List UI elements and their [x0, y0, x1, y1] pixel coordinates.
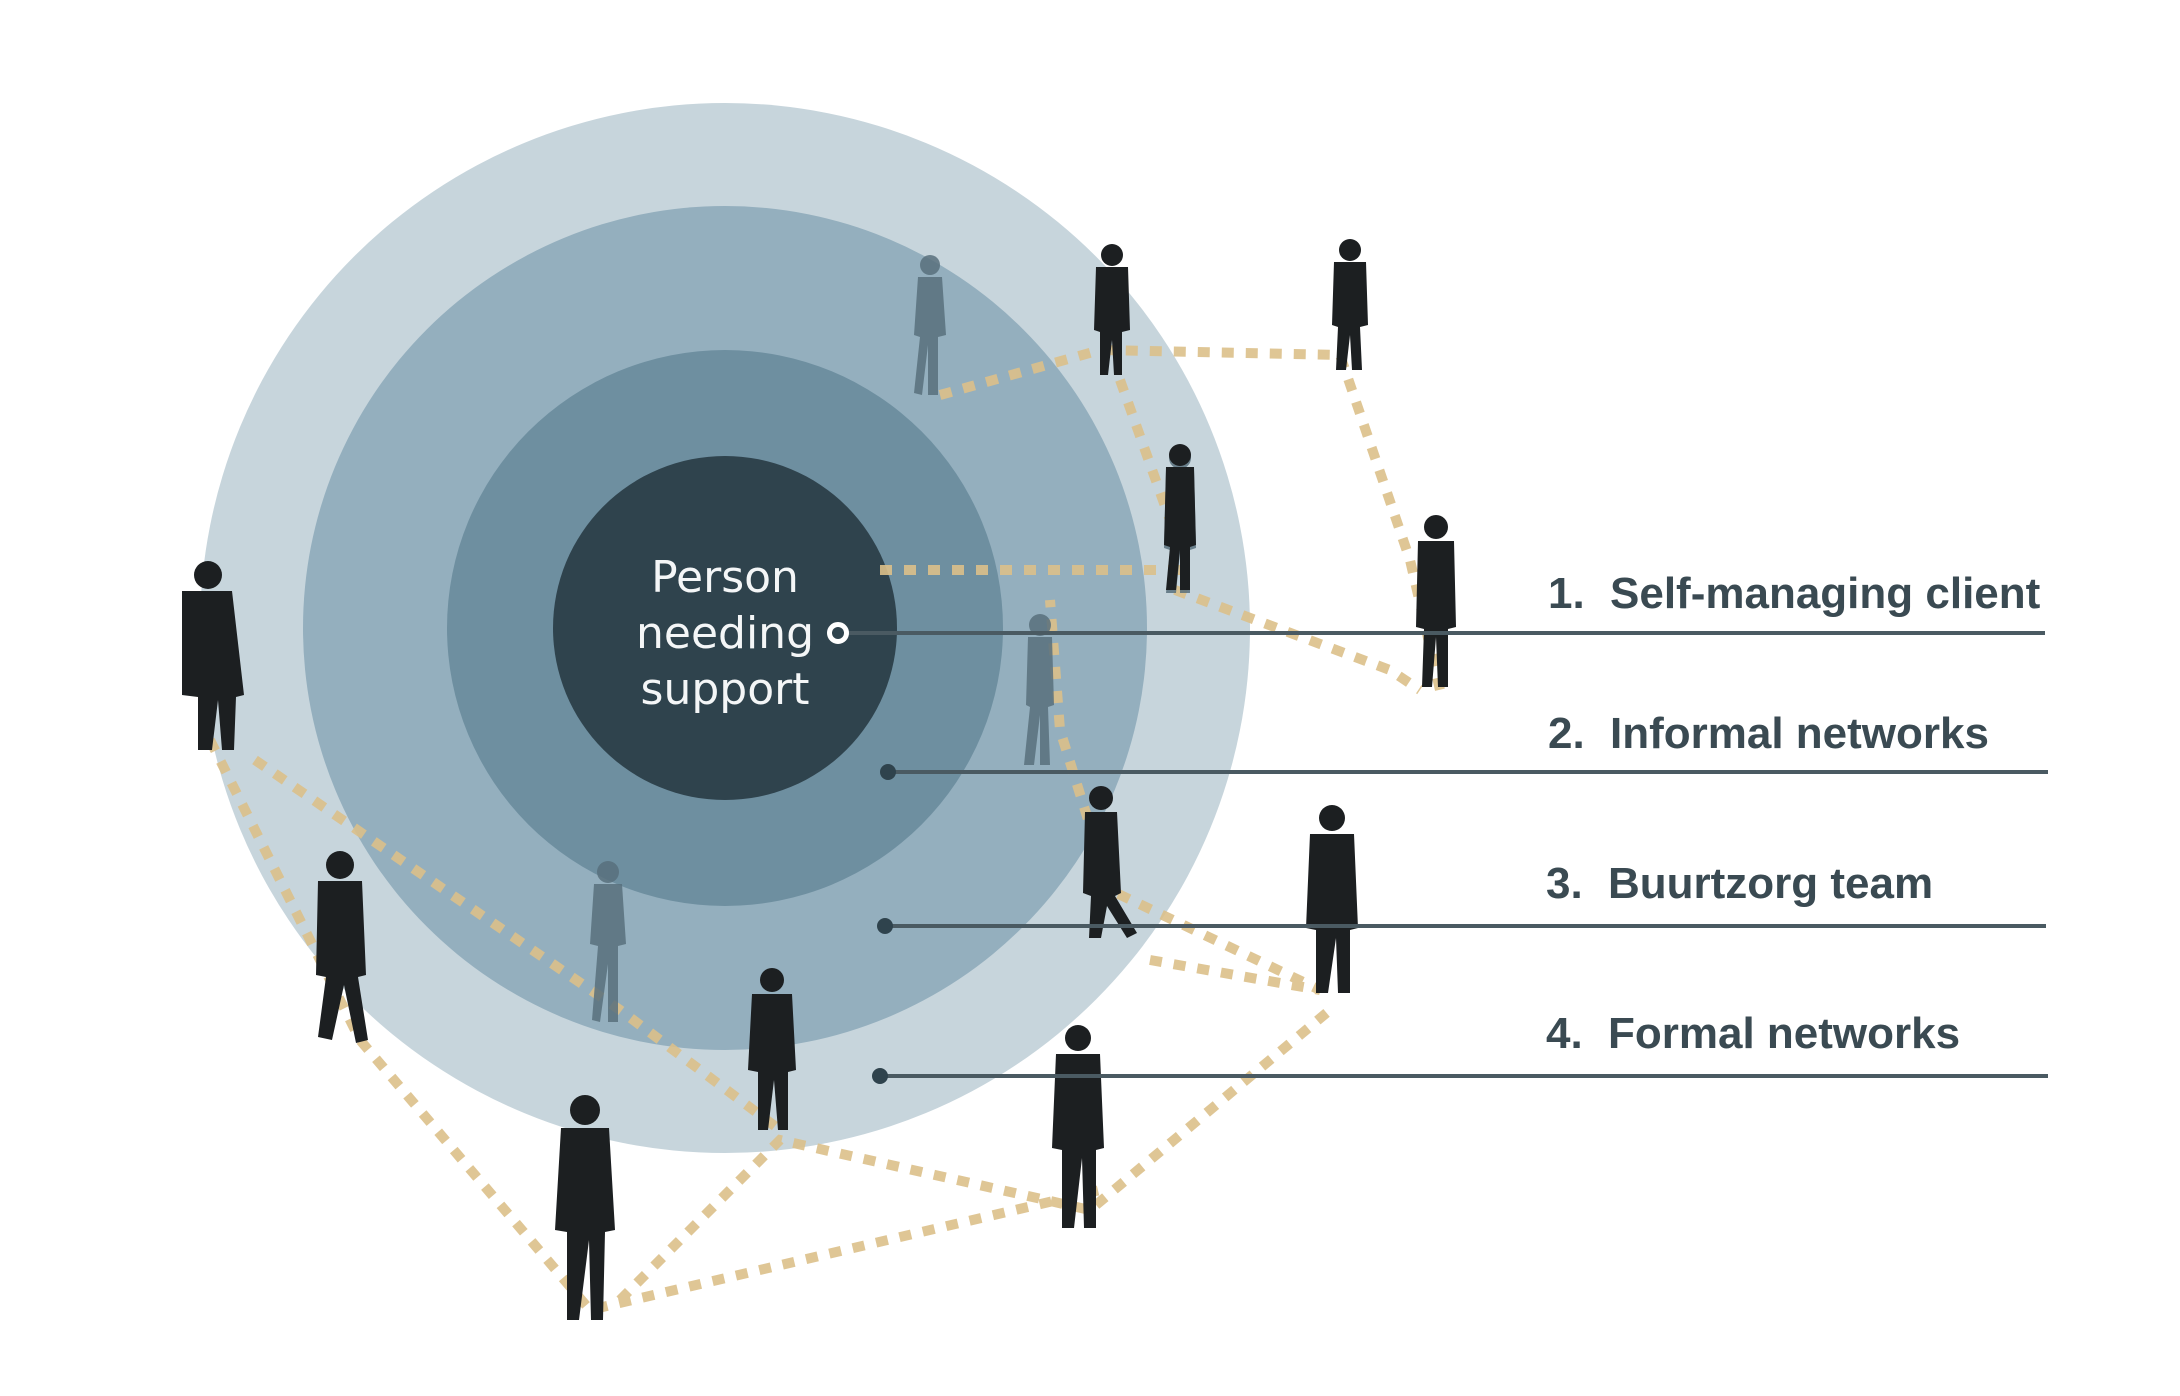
person-silhouette-icon: [1332, 239, 1368, 370]
label-text-3: Buurtzorg team: [1608, 859, 1933, 908]
center-line-1: Person: [651, 552, 799, 603]
person-silhouette-icon: [316, 851, 368, 1043]
label-text-2: Informal networks: [1610, 709, 1989, 758]
label-text-4: Formal networks: [1608, 1009, 1960, 1058]
connection-path-mid: [1173, 585, 1423, 695]
label-number-2: 2.: [1548, 709, 1585, 758]
label-number-4: 4.: [1546, 1009, 1583, 1058]
person-silhouette-icon: [748, 968, 796, 1130]
dark-people: [182, 239, 1456, 1320]
person-silhouette-icon: [914, 255, 946, 395]
person-silhouette-icon: [1024, 614, 1054, 765]
person-silhouette-icon: [555, 1095, 615, 1320]
connection-path-bottom: [616, 1006, 1334, 1304]
concentric-rings: [200, 103, 1250, 1153]
center-label: Person needing support: [636, 552, 814, 715]
person-silhouette-icon: [1052, 1025, 1104, 1228]
person-silhouette-icon: [1094, 244, 1130, 375]
leader-marker-4: [872, 1068, 888, 1084]
leader-marker-2: [880, 764, 896, 780]
label-number-1: 1.: [1548, 569, 1585, 618]
person-silhouette-icon: [1083, 786, 1137, 938]
center-line-3: support: [641, 664, 810, 715]
label-number-3: 3.: [1546, 859, 1583, 908]
person-silhouette-icon: [1306, 805, 1358, 993]
leader-marker-3: [877, 918, 893, 934]
person-silhouette-icon: [1164, 444, 1196, 590]
person-silhouette-icon: [1416, 515, 1456, 687]
leader-lines: [827, 622, 2048, 1084]
connection-path-left: [205, 737, 1102, 1316]
person-silhouette-icon: [590, 861, 626, 1022]
label-text-1: Self-managing client: [1610, 569, 2041, 618]
person-silhouette-icon: [182, 561, 244, 750]
ring-labels: 1. Self-managing client 2. Informal netw…: [1546, 569, 2041, 1058]
center-line-2: needing: [636, 608, 814, 659]
core-self-managing-client: [553, 456, 897, 800]
connection-path-left-inner: [252, 755, 783, 1134]
